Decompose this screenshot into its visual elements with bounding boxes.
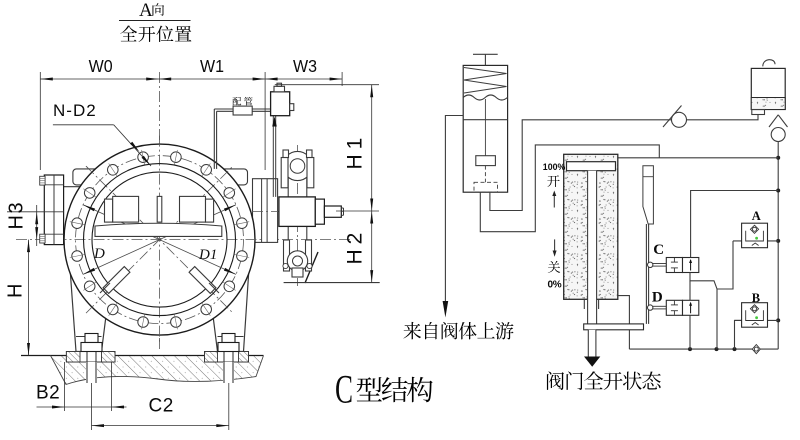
svg-text:H3: H3 bbox=[6, 201, 28, 230]
svg-text:H1: H1 bbox=[344, 133, 367, 170]
svg-text:C: C bbox=[653, 242, 664, 258]
svg-text:C: C bbox=[335, 367, 353, 412]
svg-text:A: A bbox=[139, 0, 153, 21]
svg-text:W0: W0 bbox=[89, 56, 113, 76]
svg-text:0%: 0% bbox=[548, 280, 562, 291]
svg-text:100%: 100% bbox=[543, 162, 566, 172]
svg-text:W3: W3 bbox=[293, 56, 317, 76]
svg-text:D1: D1 bbox=[198, 247, 217, 263]
svg-text:D: D bbox=[93, 246, 105, 262]
svg-text:A: A bbox=[752, 209, 761, 223]
svg-text:N-D2: N-D2 bbox=[53, 101, 97, 120]
svg-text:H: H bbox=[5, 284, 27, 298]
svg-text:C2: C2 bbox=[149, 396, 174, 417]
svg-text:H2: H2 bbox=[344, 228, 367, 265]
svg-text:W1: W1 bbox=[200, 56, 224, 76]
svg-text:D: D bbox=[652, 289, 663, 305]
svg-text:B: B bbox=[752, 291, 760, 305]
svg-text:B2: B2 bbox=[36, 383, 60, 404]
